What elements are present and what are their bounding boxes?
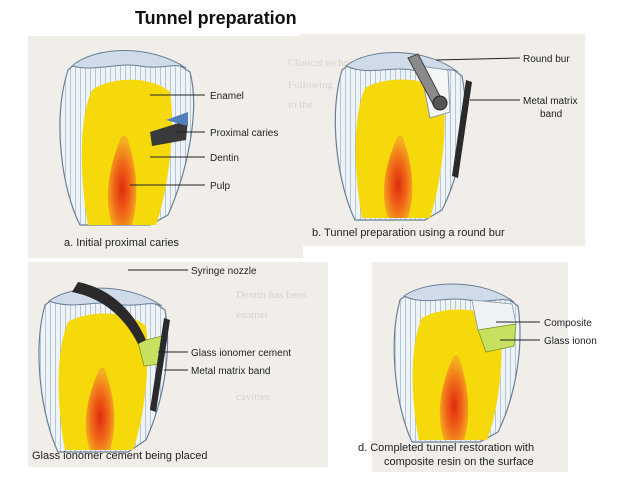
tooth-a bbox=[59, 50, 195, 226]
page-title: Tunnel preparation bbox=[135, 8, 297, 28]
caption-d-line2: composite resin on the surface bbox=[384, 456, 534, 468]
caption-a: a. Initial proximal caries bbox=[64, 237, 179, 249]
svg-text:Following: Following bbox=[288, 79, 334, 91]
caption-c: Glass ionomer cement being placed bbox=[32, 450, 207, 462]
tooth-c bbox=[38, 282, 170, 453]
background-page-text: Clinical technique Following to the Dent… bbox=[236, 57, 368, 403]
tooth-d bbox=[393, 283, 521, 443]
label-glass-ionomer: Glass ionon bbox=[544, 336, 597, 347]
label-pulp: Pulp bbox=[210, 181, 230, 192]
label-dentin: Dentin bbox=[210, 153, 239, 164]
svg-text:enamel: enamel bbox=[236, 309, 268, 321]
panel-c-leaders bbox=[128, 269, 188, 371]
panel-d-leaders bbox=[496, 321, 540, 341]
svg-text:to the: to the bbox=[288, 99, 313, 111]
label-metal-matrix-line1: Metal matrix bbox=[523, 96, 577, 107]
label-glass-ionomer-cement: Glass ionomer cement bbox=[191, 348, 291, 359]
caption-b: b. Tunnel preparation using a round bur bbox=[312, 227, 505, 239]
caption-d-line1: d. Completed tunnel restoration with bbox=[358, 442, 534, 454]
panel-b-leaders bbox=[435, 57, 521, 101]
label-enamel: Enamel bbox=[210, 91, 244, 102]
label-syringe-nozzle: Syringe nozzle bbox=[191, 266, 257, 277]
label-composite: Composite bbox=[544, 318, 592, 329]
panel-a-leaders bbox=[130, 94, 205, 186]
label-proximal-caries: Proximal caries bbox=[210, 128, 278, 139]
svg-text:cavities: cavities bbox=[236, 391, 270, 403]
label-round-bur: Round bur bbox=[523, 54, 570, 65]
label-metal-matrix-line2: band bbox=[540, 109, 562, 120]
label-metal-matrix-band: Metal matrix band bbox=[191, 366, 270, 377]
svg-text:Dentin has been: Dentin has been bbox=[236, 289, 307, 301]
tooth-b bbox=[334, 52, 472, 221]
